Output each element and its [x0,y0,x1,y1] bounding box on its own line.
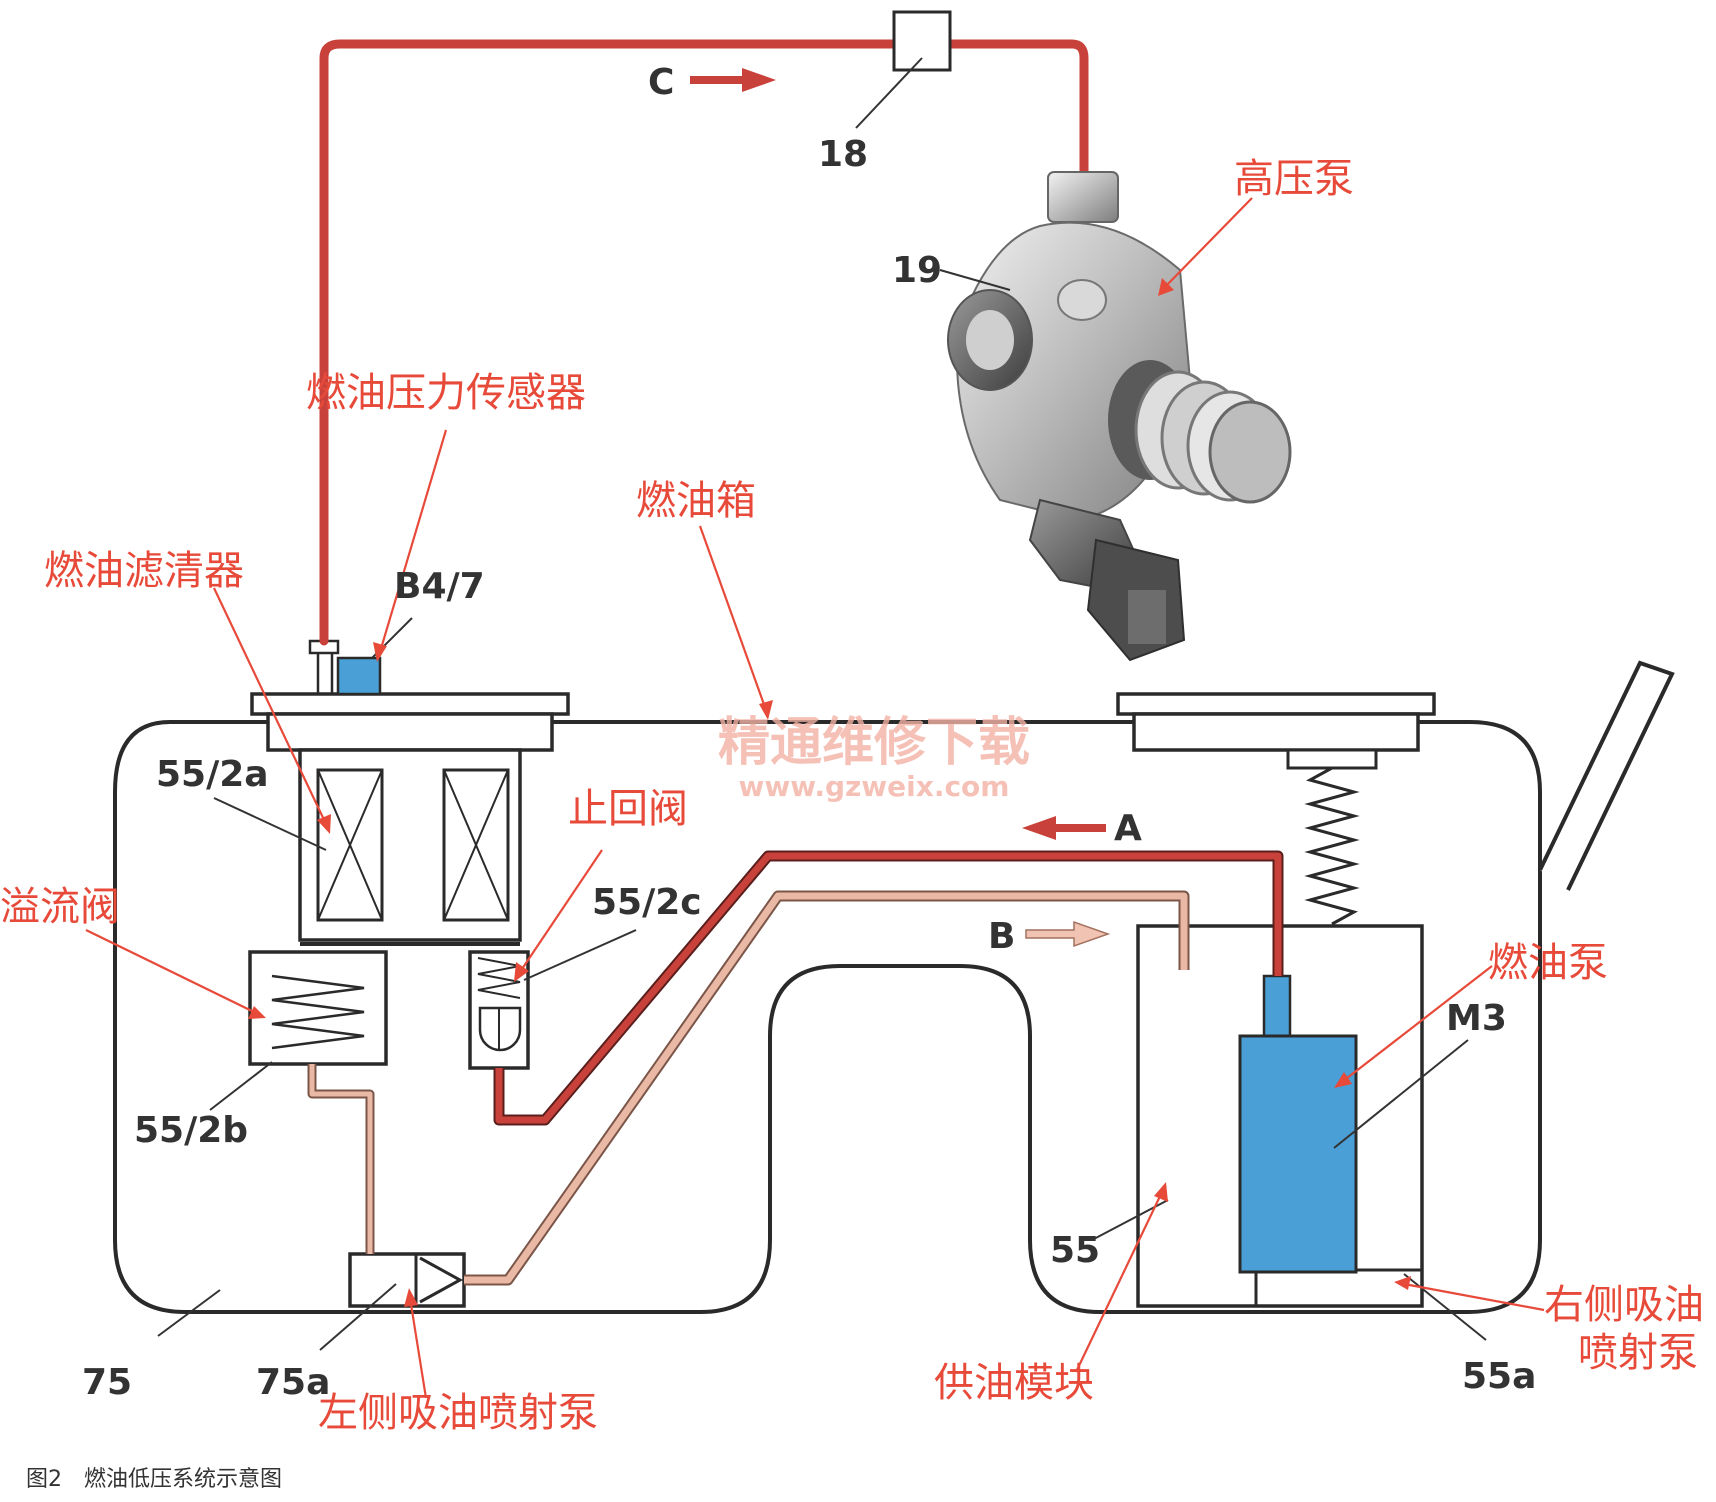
high-pressure-pump-icon [947,171,1292,662]
label-left-jet-pump: 左侧吸油喷射泵 [318,1390,598,1436]
part-number-55: 55 [1050,1230,1100,1271]
label-right-jet-pump-2: 喷射泵 [1578,1330,1698,1376]
label-high-pressure-pump: 高压泵 [1234,156,1354,202]
label-fuel-filter: 燃油滤清器 [44,548,244,594]
spring-icon [271,974,365,1050]
fuel-pressure-sensor-body [336,656,382,696]
part-number-75: 75 [82,1362,132,1403]
jet-nozzle-icon [419,1256,464,1304]
pump-spring-coils [1108,360,1292,504]
part-number-75a: 75a [256,1362,330,1403]
flow-label-a: A [1114,808,1142,849]
flow-arrow-icon [1025,920,1111,948]
part-number-19: 19 [892,250,942,291]
overflow-valve-body [248,950,388,1066]
flow-arrow-icon [1022,816,1106,840]
flow-arrow-icon [690,68,776,92]
fuel-pump-outlet [1262,974,1292,1042]
filter-element-icon [443,769,509,921]
spring-seat [1286,748,1378,770]
part-number-55-2c: 55/2c [592,882,702,923]
part-number-55-2b: 55/2b [134,1110,248,1151]
figure-caption: 图2 燃油低压系统示意图 [26,1467,282,1492]
spring-icon [1304,766,1360,926]
label-overflow-valve: 溢流阀 [0,884,120,930]
filter-element-icon [317,769,383,921]
filler-neck [1538,660,1675,891]
part-number-b4-7: B4/7 [394,566,485,607]
part-number-55-2a: 55/2a [156,754,269,795]
right-flange-neck [1132,712,1420,752]
watermark-url: www.gzweix.com [739,770,1010,803]
flow-label-c: C [648,62,674,103]
left-flange [250,692,570,716]
left-flange-neck [266,712,554,752]
part-number-55a: 55a [1462,1356,1536,1397]
pressure-line-to-hp-pump [319,39,1089,646]
part-number-18: 18 [818,134,868,175]
flow-label-b: B [988,916,1015,957]
label-check-valve: 止回阀 [568,786,688,832]
label-supply-module: 供油模块 [934,1360,1094,1406]
right-flange [1116,692,1436,716]
label-right-jet-pump-1: 右侧吸油 [1544,1282,1704,1328]
fuel-pump-body [1238,1034,1358,1274]
spring-icon [477,957,521,999]
label-fuel-tank: 燃油箱 [636,478,756,524]
part-number-m3: M3 [1446,998,1507,1039]
label-fuel-pressure-sensor: 燃油压力传感器 [306,370,586,416]
pressure-damper-18 [892,10,952,72]
watermark-title: 精通维修下载 [718,713,1030,773]
label-fuel-pump: 燃油泵 [1488,940,1608,986]
